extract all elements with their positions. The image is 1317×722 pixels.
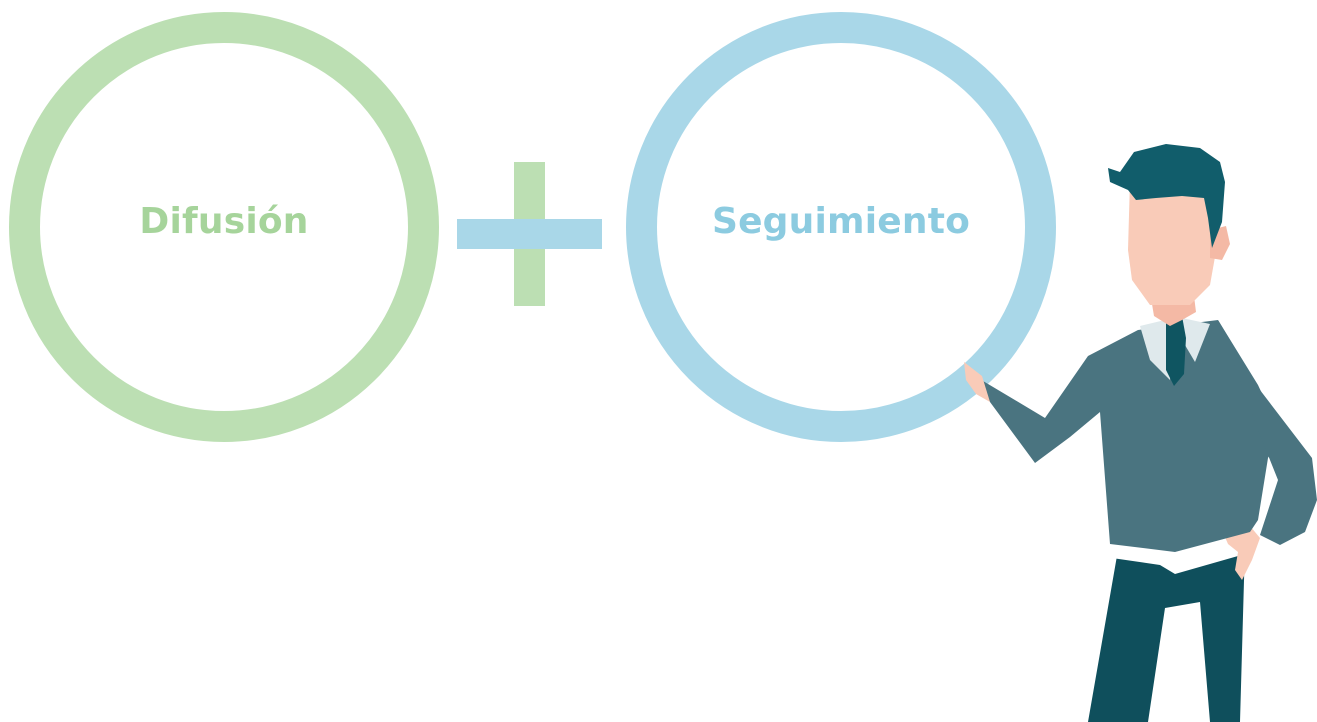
face — [1128, 178, 1218, 305]
hair — [1108, 144, 1225, 248]
tie — [1166, 316, 1186, 386]
sweater — [978, 320, 1280, 552]
plus-horizontal-bar — [457, 219, 602, 249]
difusion-circle: Difusión — [9, 12, 439, 442]
shirt-collar — [1140, 320, 1172, 380]
right-arm — [1218, 320, 1317, 545]
trousers — [1088, 545, 1245, 722]
presenter-man-illustration — [964, 144, 1317, 722]
seguimiento-label: Seguimiento — [711, 200, 971, 242]
shirt-collar-right — [1182, 318, 1210, 362]
raised-hand — [964, 362, 990, 402]
difusion-label: Difusión — [139, 200, 309, 242]
